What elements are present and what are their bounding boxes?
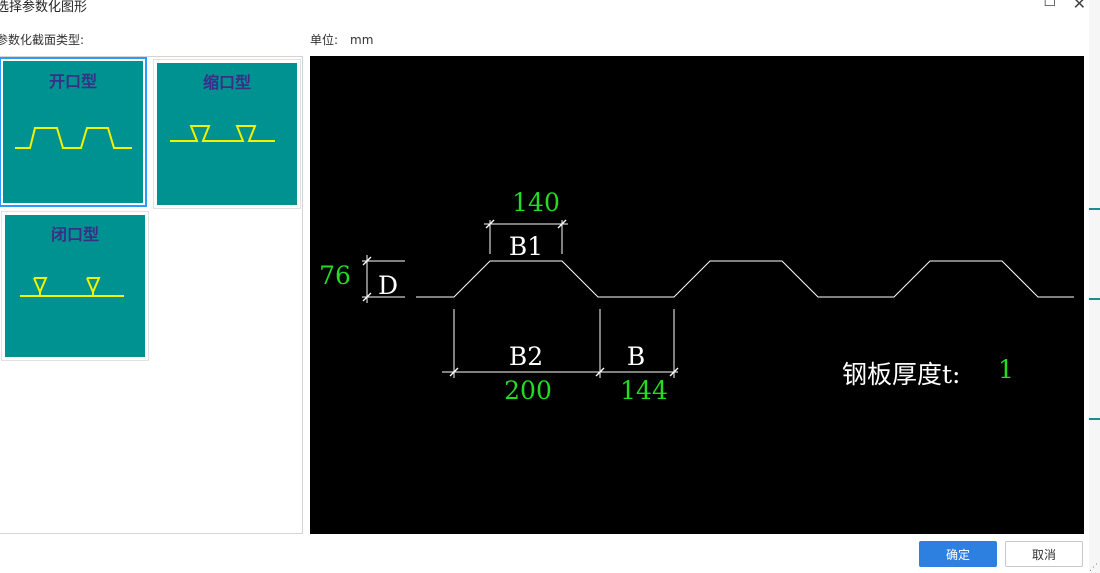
- window-title: 选择参数化图形: [0, 0, 88, 15]
- background-window-edge: [1089, 0, 1100, 573]
- unit-label: 单位: mm: [310, 31, 373, 48]
- dim-b2-label: B2: [509, 342, 543, 371]
- section-type-list: 开口型 缩口型 闭口型: [0, 56, 303, 534]
- thickness-label: 钢板厚度t:: [842, 360, 960, 389]
- thickness-value[interactable]: 1: [998, 355, 1014, 384]
- ok-button[interactable]: 确定: [919, 541, 997, 567]
- unit-value: mm: [350, 33, 374, 47]
- open-profile-icon: [15, 127, 132, 149]
- closed-profile-icon: [20, 277, 124, 297]
- dim-b1-label: B1: [509, 232, 543, 261]
- dim-d-label: D: [378, 271, 398, 300]
- section-preview-canvas: 140 B1 76 D B2 200 B 144 钢板厚度t: 1: [310, 56, 1084, 534]
- dim-b-value: 144: [620, 376, 668, 405]
- section-type-narrow[interactable]: 缩口型: [153, 59, 301, 209]
- dim-b1-value: 140: [512, 188, 560, 217]
- close-icon[interactable]: ✕: [1072, 0, 1086, 13]
- dim-d-value: 76: [319, 261, 351, 290]
- resize-grip-icon[interactable]: ⋰: [1089, 563, 1098, 573]
- section-type-closed[interactable]: 闭口型: [1, 211, 149, 361]
- section-type-open[interactable]: 开口型: [0, 57, 147, 207]
- maximize-icon[interactable]: ☐: [1043, 0, 1056, 10]
- profile-drawing: 140 B1 76 D B2 200 B 144 钢板厚度t: 1: [319, 188, 1074, 405]
- narrow-profile-icon: [170, 125, 275, 142]
- dim-b2-value: 200: [504, 376, 552, 405]
- section-type-closed-label: 闭口型: [50, 225, 99, 244]
- section-type-narrow-label: 缩口型: [202, 73, 251, 92]
- unit-label-text: 单位:: [310, 33, 339, 47]
- section-type-open-label: 开口型: [48, 72, 97, 91]
- dim-b-label: B: [627, 342, 645, 371]
- section-types-label: 参数化截面类型:: [0, 33, 85, 47]
- cancel-button[interactable]: 取消: [1005, 541, 1083, 567]
